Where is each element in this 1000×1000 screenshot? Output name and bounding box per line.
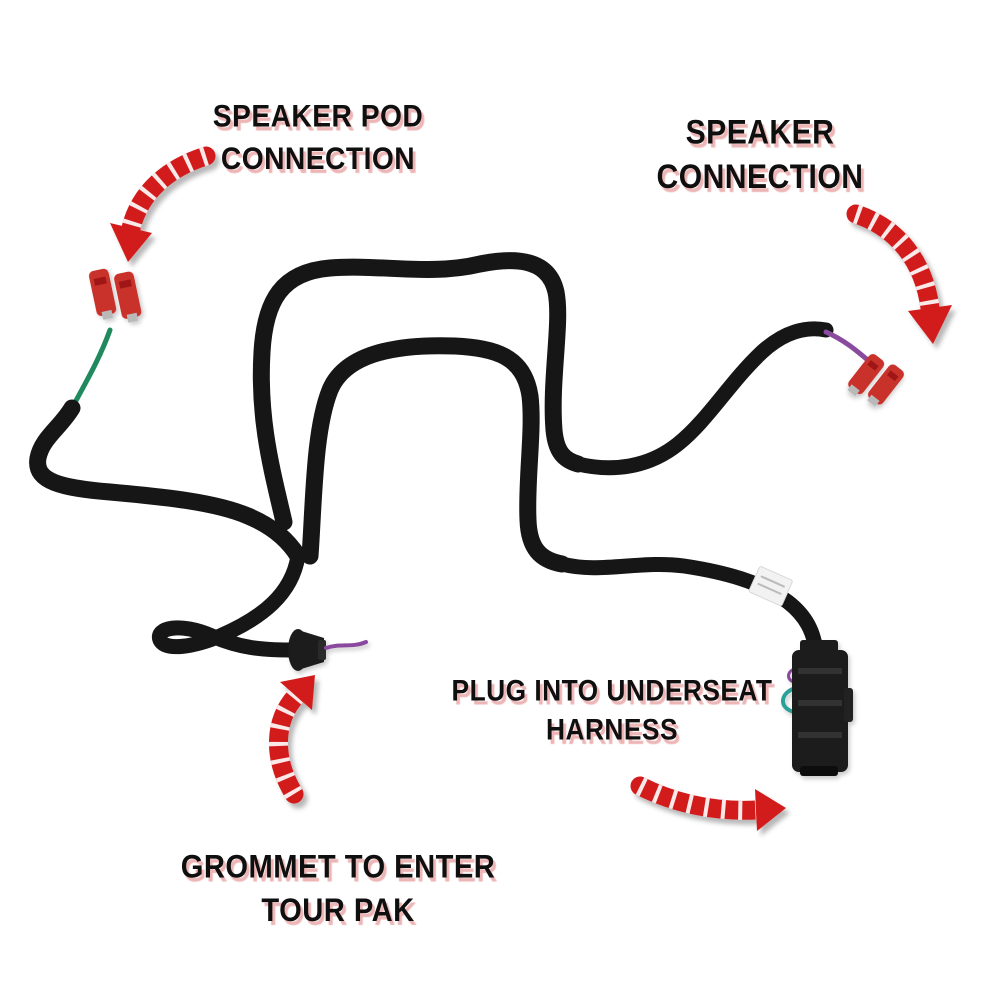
label-line: HARNESS — [545, 713, 678, 746]
speaker-branch-cable — [570, 321, 834, 476]
outer-loop-cable — [252, 252, 587, 531]
cable-label-tag — [748, 566, 793, 607]
grommet-arrow-icon — [269, 675, 315, 804]
tourpak-branch-cable — [151, 548, 306, 658]
left-branch-cable — [29, 399, 307, 565]
underseat-arrow-icon — [630, 776, 786, 831]
label-line: SPEAKER — [685, 112, 835, 151]
speaker-pod-terminals — [88, 268, 142, 323]
speaker-terminals — [847, 354, 904, 407]
grommet-tourpak-label: GROMMET TO ENTER TOUR PAK — [169, 846, 507, 933]
speaker-arrow-icon — [846, 204, 952, 344]
underseat-harness-label: PLUG INTO UNDERSEAT HARNESS — [424, 672, 800, 750]
label-line: GROMMET TO ENTER — [180, 847, 496, 885]
grommet-wire — [324, 640, 368, 650]
speaker-pod-connection-label: SPEAKER POD CONNECTION — [158, 96, 478, 180]
label-line: CONNECTION — [220, 140, 416, 176]
label-line: TOUR PAK — [261, 891, 415, 929]
harness-cable — [29, 252, 873, 660]
speaker-wire — [823, 329, 873, 365]
grommet — [288, 629, 368, 671]
speaker-pod-wire — [69, 327, 113, 411]
label-line: SPEAKER POD — [212, 98, 424, 134]
underseat-branch-cable — [554, 556, 824, 660]
underseat-connector — [781, 640, 853, 776]
speaker-connection-label: SPEAKER CONNECTION — [619, 109, 901, 199]
inner-loop-cable — [301, 337, 571, 573]
label-line: CONNECTION — [656, 157, 864, 196]
label-line: PLUG INTO UNDERSEAT — [451, 673, 773, 707]
speaker-pod-arrow-icon — [110, 146, 216, 262]
